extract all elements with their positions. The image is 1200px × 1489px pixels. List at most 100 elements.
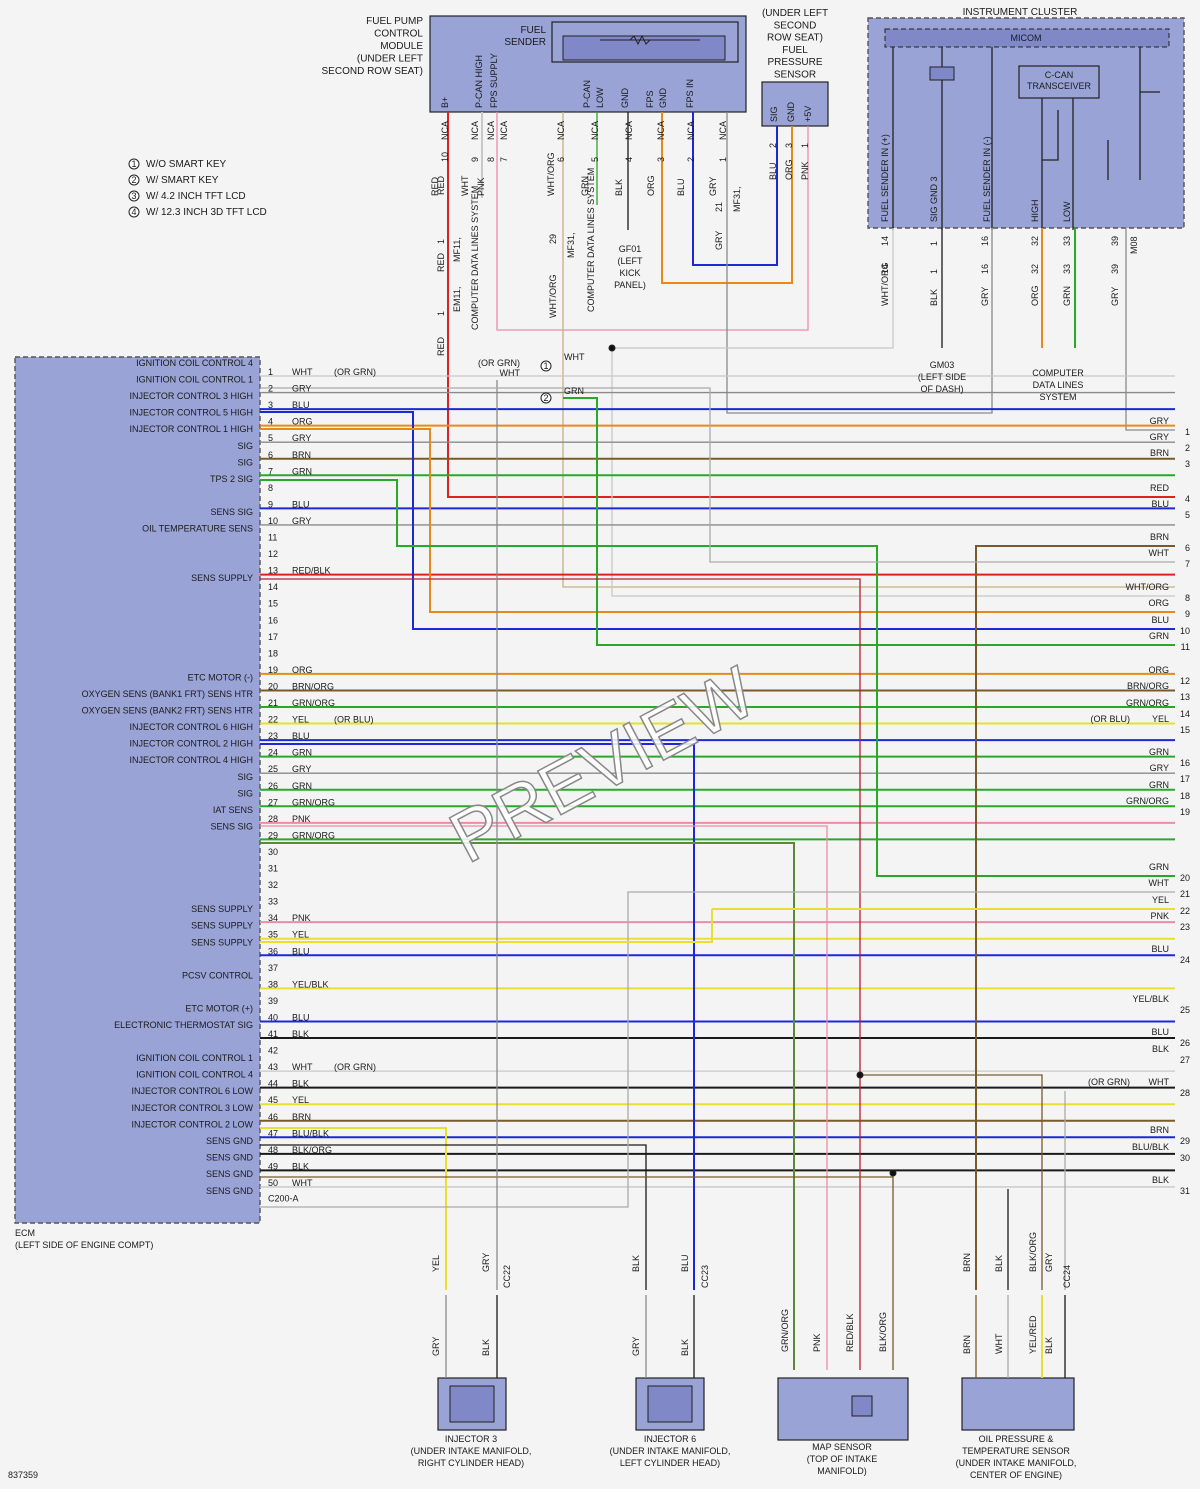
ecm-pin-function: ELECTRONIC THERMOSTAT SIG	[114, 1020, 253, 1030]
right-ref-number: 27	[1180, 1055, 1190, 1065]
right-wire-color: GRY	[1150, 416, 1169, 426]
map-sensor-label: (TOP OF INTAKE	[807, 1454, 878, 1464]
ecm-wire-note: (OR GRN)	[334, 367, 376, 377]
right-ref-number: 18	[1180, 791, 1190, 801]
wire-map-blk-org	[260, 1176, 894, 1370]
ecm-wire-color: GRY	[292, 764, 311, 774]
wire-color-label: ORG	[784, 159, 794, 180]
ecm-pin-number: 9	[268, 499, 273, 509]
note-number-circle	[128, 158, 140, 170]
wire-inj6-blk	[260, 1144, 647, 1290]
right-ref-number: 16	[1180, 758, 1190, 768]
fpm-pin-label: GND	[620, 88, 630, 109]
splice	[608, 344, 616, 352]
ecm-wire-color: GRN	[292, 748, 312, 758]
pin-number: 4	[624, 157, 634, 162]
right-ref-number: 23	[1180, 922, 1190, 932]
ecm-pin-number: 36	[268, 946, 278, 956]
gf01-label: KICK	[619, 268, 640, 278]
fps-title-line: PRESSURE	[767, 57, 822, 68]
ecm-pin-number: 8	[268, 483, 273, 493]
ecm-pin-number: 29	[268, 830, 278, 840]
nca-label: NCA	[470, 121, 480, 140]
ecm-pin-number: 19	[268, 665, 278, 675]
fpm-pin-label: LOW	[595, 87, 605, 108]
pin-number: 1	[436, 239, 446, 244]
ecm-wire-color: BLU	[292, 731, 310, 741]
right-ref-number: 22	[1180, 906, 1190, 916]
fps-title-line: (UNDER LEFT	[762, 8, 828, 19]
wire-gry	[726, 112, 993, 414]
cdl-label: COMPUTER	[1032, 368, 1084, 378]
right-ref-number: 10	[1180, 626, 1190, 636]
fpm-title-line: (UNDER LEFT	[357, 54, 423, 65]
transceiver-label: C-CAN	[1045, 70, 1074, 80]
ecm-pin-number: 39	[268, 996, 278, 1006]
ecm-pin-function: SENS SUPPLY	[191, 573, 253, 583]
oil-sensor-label: CENTER OF ENGINE)	[970, 1470, 1062, 1480]
right-ref-number: 8	[1185, 593, 1190, 603]
right-wire-color: YEL	[1152, 714, 1169, 724]
map-sensor-body	[777, 1377, 909, 1441]
right-wire-color: GRN	[1149, 862, 1169, 872]
ecm-wire-color: PNK	[292, 913, 311, 923]
right-wire-color: BLU	[1151, 1027, 1169, 1037]
ecm-pin-function: INJECTOR CONTROL 1 HIGH	[129, 424, 253, 434]
ecm-pin-number: 38	[268, 979, 278, 989]
wire-color-label: WHT/ORG	[548, 275, 558, 319]
ecm-wire-color: BLU	[292, 499, 310, 509]
right-wire-color: BLK	[1152, 1044, 1169, 1054]
ecm-wire-color: YEL	[292, 715, 309, 725]
ecm-pin-number: 49	[268, 1161, 278, 1171]
ecm-pin-function: SENS SIG	[210, 821, 253, 831]
right-wire-color: BLU	[1151, 499, 1169, 509]
ecm-wire-color: BLU	[292, 946, 310, 956]
splice	[856, 1071, 864, 1079]
ecm-pin-number: 42	[268, 1046, 278, 1056]
ic-pin-label: SIG GND 3	[929, 176, 939, 222]
pin-number: 32	[1030, 264, 1040, 274]
note-text: W/ 4.2 INCH TFT LCD	[146, 191, 246, 202]
right-ref-number: 12	[1180, 676, 1190, 686]
wire-color-label: BRN	[962, 1335, 972, 1354]
wire-color-label: BLK	[614, 179, 624, 196]
ecm-wire-color: BRN	[292, 450, 311, 460]
ecm-wire-note: (OR GRN)	[334, 1062, 376, 1072]
wire-yel-35	[260, 909, 713, 943]
fuel-sender-line: FUEL	[520, 25, 546, 36]
fpm-pin-label: FPS IN	[685, 79, 695, 108]
ecm-pin-number: 23	[268, 731, 278, 741]
connector-label: MF11,	[452, 237, 462, 262]
injector6-label: INJECTOR 6	[644, 1434, 696, 1444]
wire-color-label: BRN	[962, 1253, 972, 1272]
wire-pnk	[496, 112, 809, 331]
connector-label: CC22	[502, 1265, 512, 1288]
note-circle	[540, 360, 552, 372]
ecm-pin-number: 48	[268, 1145, 278, 1155]
ecm-wire-color: BLK	[292, 1079, 309, 1089]
note-number: 2	[543, 393, 548, 403]
pin-number: 33	[1062, 264, 1072, 274]
fpm-title-line: MODULE	[380, 41, 423, 52]
ecm-wire-color: GRY	[292, 516, 311, 526]
wire-color-label: RED/BLK	[845, 1313, 855, 1352]
ecm-pin-function: INJECTOR CONTROL 4 HIGH	[129, 755, 253, 765]
ecm-pin-number: 32	[268, 880, 278, 890]
right-wire-note: (OR GRN)	[1088, 1077, 1130, 1087]
wire-color-label: GRY	[481, 1253, 491, 1272]
wire-color-label: GRY	[980, 287, 990, 306]
transceiver-label: TRANSCEIVER	[1027, 81, 1092, 91]
wire-color-label: BLK	[680, 1339, 690, 1356]
wire-color-label: ORG	[646, 175, 656, 196]
injector3-label: INJECTOR 3	[445, 1434, 497, 1444]
misc-labels: 837359	[8, 1470, 38, 1480]
gm03-label: (LEFT SIDE	[918, 372, 966, 382]
ecm-pin-function: IGNITION COIL CONTROL 1	[136, 1053, 253, 1063]
ecm-pin-number: 18	[268, 648, 278, 658]
right-ref-number: 25	[1180, 1005, 1190, 1015]
fps-title-line: ROW SEAT)	[767, 33, 823, 44]
right-wire-color: GRN	[1149, 780, 1169, 790]
right-wire-color: BLU	[1151, 944, 1169, 954]
wire-color-label: WHT	[500, 368, 521, 378]
